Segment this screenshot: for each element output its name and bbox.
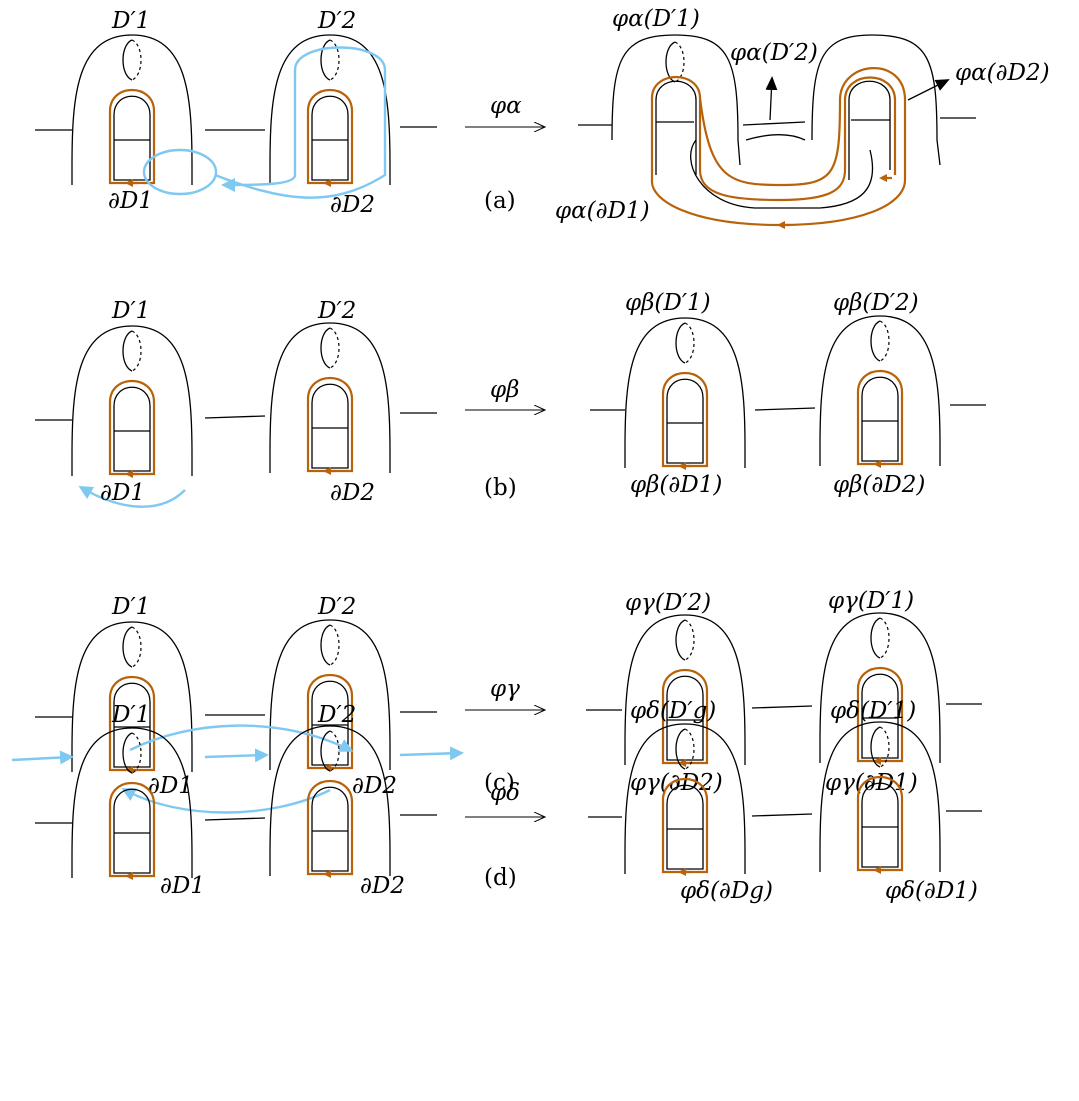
label-c-phi-dd2: φγ(∂D2) xyxy=(630,770,723,796)
row-a: D′1 D′2 ∂D1 ∂D2 φα (a) φα( xyxy=(35,6,1050,229)
map-label-a: φα xyxy=(490,93,522,119)
panel-label-c: (c) xyxy=(484,770,515,796)
map-label-d: φδ xyxy=(490,780,520,806)
map-label-b: φβ xyxy=(490,377,519,403)
slide-path-arrow xyxy=(214,46,387,199)
row-d-left-surface xyxy=(11,726,464,878)
shift-arrow-2 xyxy=(204,748,269,763)
label-b-d1prime: D′1 xyxy=(111,298,150,324)
row-a-right-surface xyxy=(578,34,976,229)
label-b-dd2: ∂D2 xyxy=(330,480,375,506)
label-d-phi-ddg: φδ(∂Dg) xyxy=(680,878,773,904)
row-b-right-surface xyxy=(590,316,986,468)
label-c-d2prime: D′2 xyxy=(317,594,356,620)
label-a-phi-d2prime: φα(D′2) xyxy=(730,40,818,66)
row-b-left-surface xyxy=(35,323,437,508)
map-label-c: φγ xyxy=(490,676,520,702)
row-b: D′1 D′2 ∂D1 ∂D2 φβ (b) φβ(D′1) φβ(D′2) φ… xyxy=(35,290,986,508)
row-d-right-surface xyxy=(588,722,982,874)
label-d-dd1: ∂D1 xyxy=(160,873,205,899)
label-b-dd1: ∂D1 xyxy=(100,480,145,506)
shift-arrow-3 xyxy=(399,746,464,761)
panel-label-b: (b) xyxy=(484,475,517,501)
label-a-phi-dd1: φα(∂D1) xyxy=(555,198,650,224)
label-c-phi-d1prime: φγ(D′1) xyxy=(828,588,914,614)
label-c-phi-d2prime: φγ(D′2) xyxy=(625,590,711,616)
row-a-left-surface xyxy=(35,35,437,199)
label-d-d1prime: D′1 xyxy=(111,702,150,728)
label-b-phi-d2prime: φβ(D′2) xyxy=(833,290,919,316)
label-c-d1prime: D′1 xyxy=(111,594,150,620)
label-c-dd2: ∂D2 xyxy=(352,773,397,799)
label-a-d2prime: D′2 xyxy=(317,8,356,34)
label-c-phi-dd1: φγ(∂D1) xyxy=(825,770,918,796)
label-b-phi-d1prime: φβ(D′1) xyxy=(625,290,711,316)
label-a-d1prime: D′1 xyxy=(111,8,150,34)
label-a-phi-d1prime: φα(D′1) xyxy=(612,6,700,32)
twist-arrow xyxy=(78,485,186,508)
label-d-phi-dgprime: φδ(D′g) xyxy=(630,698,716,724)
label-a-phi-dd2: φα(∂D2) xyxy=(955,60,1050,86)
label-d-phi-d1prime: φδ(D′1) xyxy=(830,698,916,724)
label-b-phi-dd1: φβ(∂D1) xyxy=(630,472,722,498)
slide-loop xyxy=(142,148,218,196)
label-b-d2prime: D′2 xyxy=(317,298,356,324)
label-a-dd1: ∂D1 xyxy=(108,188,153,214)
label-a-dd2: ∂D2 xyxy=(330,192,375,218)
row-c-right-surface xyxy=(586,613,982,765)
row-d: D′1 D′2 ∂D1 ∂D2 φδ (d) φδ(D′g) φδ(D′1) φ… xyxy=(11,698,982,904)
shift-arrow-1 xyxy=(11,750,74,765)
label-d-phi-dd1: φδ(∂D1) xyxy=(885,878,978,904)
swap-arrow-left xyxy=(121,788,331,814)
panel-label-d: (d) xyxy=(484,865,517,891)
panel-label-a: (a) xyxy=(484,188,516,214)
label-d-d2prime: D′2 xyxy=(317,702,356,728)
label-d-dd2: ∂D2 xyxy=(360,873,405,899)
row-c: D′1 D′2 ∂D1 ∂D2 φγ (c) φγ(D′2) φγ(D′1) φ… xyxy=(35,588,982,814)
label-b-phi-dd2: φβ(∂D2) xyxy=(833,472,925,498)
